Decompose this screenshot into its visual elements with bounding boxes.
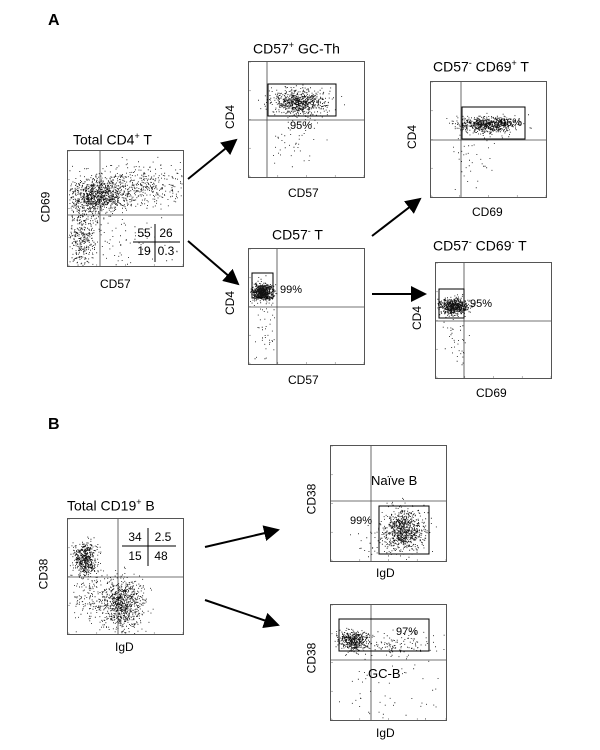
arrow-to-cd57pos (187, 138, 238, 180)
event-dots (69, 536, 154, 634)
gate-rectangle (251, 272, 274, 299)
dot-plot-canvas (68, 151, 183, 266)
event-dots (446, 112, 532, 190)
cd57pos-plot (248, 61, 365, 178)
cd57pos-percent: 95% (290, 120, 313, 132)
arrow-to-cd57neg (187, 240, 240, 286)
cd57neg-cd69pos-plot (430, 81, 547, 198)
cd57neg-cd69pos-percent: 96% (500, 117, 523, 129)
event-dots (437, 294, 475, 366)
gc-b-label: GC-B (368, 666, 401, 681)
naive-b-plot (330, 445, 447, 562)
naive-b-xlabel: IgD (376, 566, 395, 580)
event-dots (334, 627, 445, 720)
gc-b-xlabel: IgD (376, 726, 395, 740)
cd57neg-cd69pos-ylabel: CD4 (405, 124, 420, 150)
naive-b-ylabel: CD38 (304, 483, 319, 515)
gc-b-percent: 97% (396, 626, 419, 638)
cd57pos-title: CD57+ GC-Th (253, 40, 340, 57)
total-cd4-quad-grid (133, 224, 180, 262)
dot-plot-canvas (331, 446, 446, 561)
total-cd4-quad-ul: 55 (137, 226, 151, 240)
gate-rectangle (267, 83, 337, 117)
dot-plot-canvas (431, 82, 546, 197)
cd57neg-title: CD57- T (272, 226, 323, 243)
total-cd19-quad-ul: 34 (128, 530, 142, 544)
dot-plot-canvas (68, 519, 183, 634)
total-cd4-ylabel: CD69 (38, 191, 53, 223)
panel-a-letter: A (48, 12, 60, 29)
cd57neg-cd69neg-percent: 95% (470, 298, 493, 310)
gate-rectangle (378, 505, 430, 555)
arrow-to-cd69pos (371, 197, 422, 237)
total-cd4-title: Total CD4+ T (73, 131, 152, 148)
gate-rectangle (461, 106, 526, 140)
total-cd19-plot (67, 518, 184, 635)
gate-rectangle (438, 288, 465, 319)
cd57neg-cd69pos-xlabel: CD69 (472, 205, 503, 219)
cd57pos-ylabel: CD4 (223, 104, 238, 130)
total-cd19-ylabel: CD38 (36, 558, 51, 590)
gate-rectangle (338, 618, 430, 652)
cd57neg-cd69neg-title: CD57- CD69- T (433, 237, 527, 254)
total-cd19-quad-ll: 15 (128, 549, 142, 563)
dot-plot-canvas (249, 62, 364, 177)
cd57neg-xlabel: CD57 (288, 373, 319, 387)
event-dots (250, 275, 278, 360)
gc-b-ylabel: CD38 (304, 642, 319, 674)
cd57neg-cd69neg-xlabel: CD69 (476, 386, 507, 400)
dot-plot-canvas (331, 605, 446, 720)
gc-b-plot (330, 604, 447, 721)
event-dots (350, 497, 437, 560)
cd57pos-xlabel: CD57 (288, 186, 319, 200)
cd57neg-ylabel: CD4 (223, 290, 238, 316)
arrow-to-gc-b (204, 599, 280, 629)
total-cd19-quad-ur: 2.5 (154, 530, 172, 544)
cd57neg-cd69pos-title: CD57- CD69+ T (433, 58, 529, 75)
total-cd4-plot (67, 150, 184, 267)
naive-b-percent: 99% (350, 515, 373, 527)
total-cd4-quad-lr: 0.3 (157, 244, 175, 258)
naive-b-label: Naïve B (371, 473, 418, 488)
total-cd19-quad-lr: 48 (154, 549, 168, 563)
cd57neg-percent: 99% (280, 284, 303, 296)
total-cd4-quad-ll: 19 (137, 244, 151, 258)
cd57neg-cd69neg-plot (435, 262, 552, 379)
event-dots (69, 156, 183, 266)
total-cd19-title: Total CD19+ B (67, 497, 155, 514)
panel-b-letter: B (48, 416, 60, 433)
cd57neg-plot (248, 248, 365, 365)
total-cd19-quad-grid (122, 528, 176, 566)
total-cd4-quad-ur: 26 (159, 226, 173, 240)
dot-plot-canvas (249, 249, 364, 364)
dot-plot-canvas (436, 263, 551, 378)
total-cd4-xlabel: CD57 (100, 277, 131, 291)
arrow-to-naive-b (204, 525, 280, 548)
total-cd19-xlabel: IgD (115, 640, 134, 654)
cd57neg-cd69neg-ylabel: CD4 (410, 305, 425, 331)
